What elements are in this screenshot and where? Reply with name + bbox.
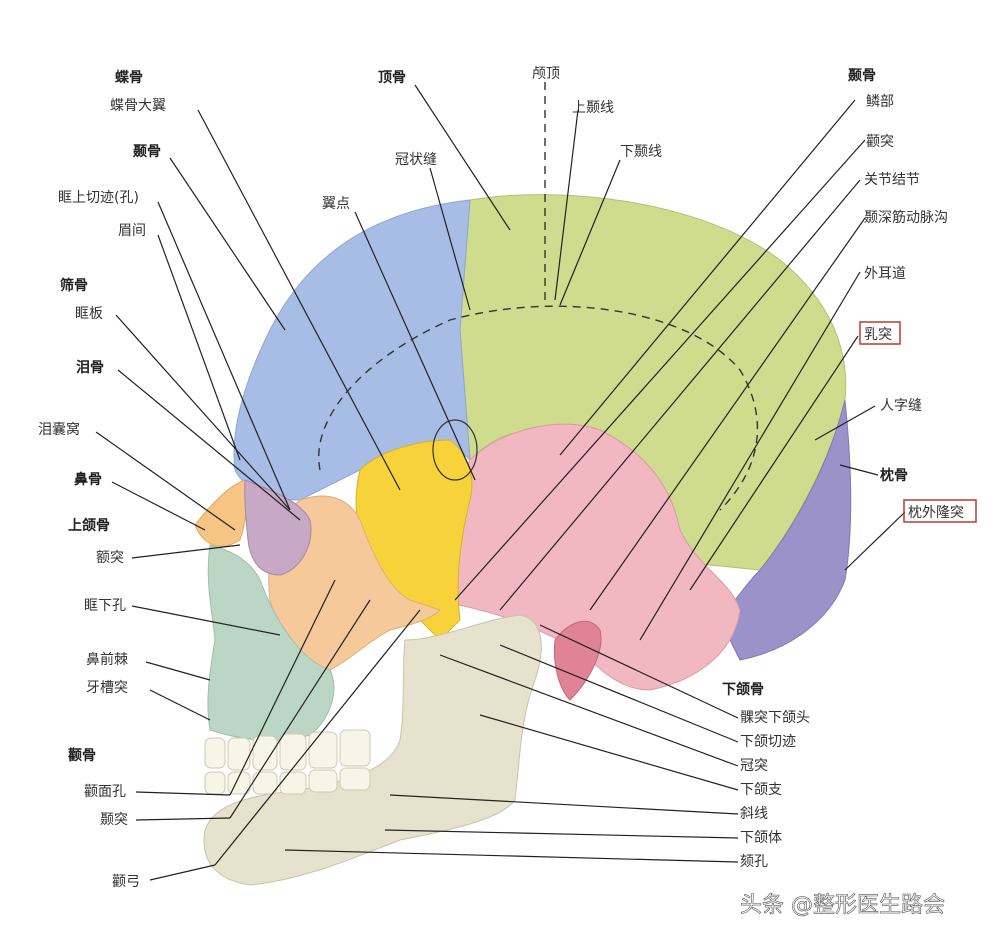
label-external-occipital-protuberance: 枕外隆突 [908, 505, 964, 521]
label-frontal-process: 额突 [96, 550, 124, 566]
label-zygomatic-arch: 颧弓 [112, 874, 140, 890]
label-ethmoid: 筛骨 [60, 277, 88, 294]
nasal-bone [194, 479, 248, 547]
label-supraorbital-notch: 眶上切迹(孔) [58, 190, 139, 206]
occipital-bone [719, 399, 852, 661]
zygomatic-bone [268, 495, 441, 671]
label-temporal-process: 颞突 [100, 812, 128, 828]
teeth [204, 729, 371, 795]
label-lacrimal-fossa: 泪囊窝 [38, 421, 80, 438]
label-maxilla: 上颌骨 [68, 517, 110, 534]
highlight-box-occipital-protuberance [903, 499, 977, 523]
label-temporal-bone-left: 颞骨 [132, 143, 161, 160]
pterion-circle [432, 419, 478, 481]
labels-left: 蝶骨 蝶骨大翼 颞骨 眶上切迹(孔) 眉间 筛骨 眶板 泪骨 泪囊窝 鼻骨 上颌… [38, 69, 166, 890]
label-superior-temporal-line: 上颞线 [572, 100, 614, 116]
label-inferior-temporal-line: 下颞线 [620, 144, 662, 160]
label-coronoid-process: 冠突 [740, 758, 768, 774]
label-body: 下颌体 [740, 830, 782, 846]
labels-right: 颞骨 鳞部 颧突 关节结节 颞深筋动脉沟 外耳道 乳突 人字缝 枕骨 枕外隆突 [847, 67, 977, 523]
label-lacrimal: 泪骨 [76, 359, 104, 376]
label-oblique-line: 斜线 [740, 806, 768, 822]
labels-mandible: 下颌骨 髁突下颌头 下颌切迹 冠突 下颌支 斜线 下颌体 颏孔 [722, 681, 810, 870]
label-mandibular-notch: 下颌切迹 [740, 734, 796, 750]
label-pterion: 翼点 [322, 196, 350, 212]
mastoid-process [553, 620, 602, 701]
label-occipital: 枕骨 [880, 467, 908, 484]
label-tympanic: 颞深筋动脉沟 [864, 209, 948, 226]
label-glabella: 眉间 [118, 223, 146, 239]
label-squamous-part: 鳞部 [866, 94, 894, 110]
label-lambdoid-suture: 人字缝 [880, 398, 922, 414]
orbit-region [244, 479, 312, 576]
label-external-acoustic-meatus: 外耳道 [864, 266, 906, 282]
temporal-line-dashed [318, 305, 759, 511]
label-alveolar-process: 牙槽突 [86, 680, 128, 696]
label-mandible: 下颌骨 [722, 681, 764, 698]
highlight-box-mastoid [859, 321, 901, 345]
label-greater-wing: 蝶骨大翼 [110, 98, 166, 114]
watermark: 头条 @整形医生路会 [740, 893, 945, 918]
label-mastoid-process: 乳突 [864, 327, 892, 343]
label-sphenoid: 蝶骨 [115, 69, 143, 86]
label-parietal: 顶骨 [378, 69, 406, 86]
label-infraorbital-foramen: 眶下孔 [84, 598, 126, 614]
label-coronal-suture: 冠状缝 [395, 152, 437, 168]
label-mental-foramen: 颏孔 [740, 854, 768, 870]
label-nasal-spine: 鼻前棘 [86, 651, 128, 668]
label-ramus: 下颌支 [740, 782, 782, 798]
label-articular-tubercle: 关节结节 [864, 172, 920, 188]
labels-top: 顶骨 颅顶 上颞线 下颞线 冠状缝 翼点 [322, 66, 662, 212]
label-zygomatic-process: 颧突 [866, 134, 894, 150]
label-zygomaticofacial-foramen: 颧面孔 [84, 784, 126, 800]
leader-lines [95, 84, 906, 881]
label-vertex: 颅顶 [532, 66, 560, 82]
label-orbital-plate: 眶板 [75, 306, 103, 322]
label-zygomatic: 颧骨 [68, 747, 96, 764]
label-condylar-process: 髁突下颌头 [740, 710, 810, 726]
label-nasal: 鼻骨 [74, 471, 102, 488]
label-temporal-right: 颞骨 [847, 67, 876, 84]
